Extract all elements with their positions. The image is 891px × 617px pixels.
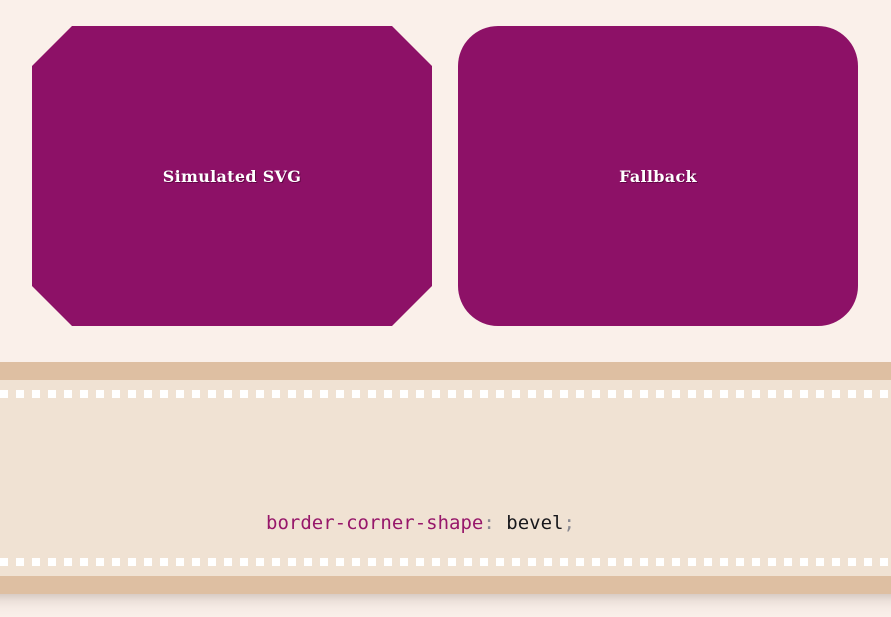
shape-box-label-simulated-svg: Simulated SVG [162, 166, 302, 186]
shape-preview-row: Simulated SVG Fallback [32, 26, 858, 326]
code-token-semicolon: ; [563, 512, 575, 534]
code-token-value: bevel [506, 512, 564, 534]
code-line: border-corner-shape: bevel; [0, 506, 891, 540]
code-token-property: border-corner-shape [266, 512, 484, 534]
code-token-colon: : [483, 512, 495, 534]
panel-drop-shadow [0, 594, 891, 617]
dashed-rule-top [0, 390, 891, 398]
css-code-block: border-corner-shape: bevel; border-radiu… [0, 380, 891, 617]
code-token-space [495, 512, 506, 534]
shape-box-simulated-svg: Simulated SVG [32, 26, 432, 326]
dashed-rule-bottom [0, 558, 891, 566]
css-code-panel: border-corner-shape: bevel; border-radiu… [0, 362, 891, 594]
shape-box-label-fallback: Fallback [619, 166, 697, 186]
shape-box-fallback: Fallback [458, 26, 858, 326]
